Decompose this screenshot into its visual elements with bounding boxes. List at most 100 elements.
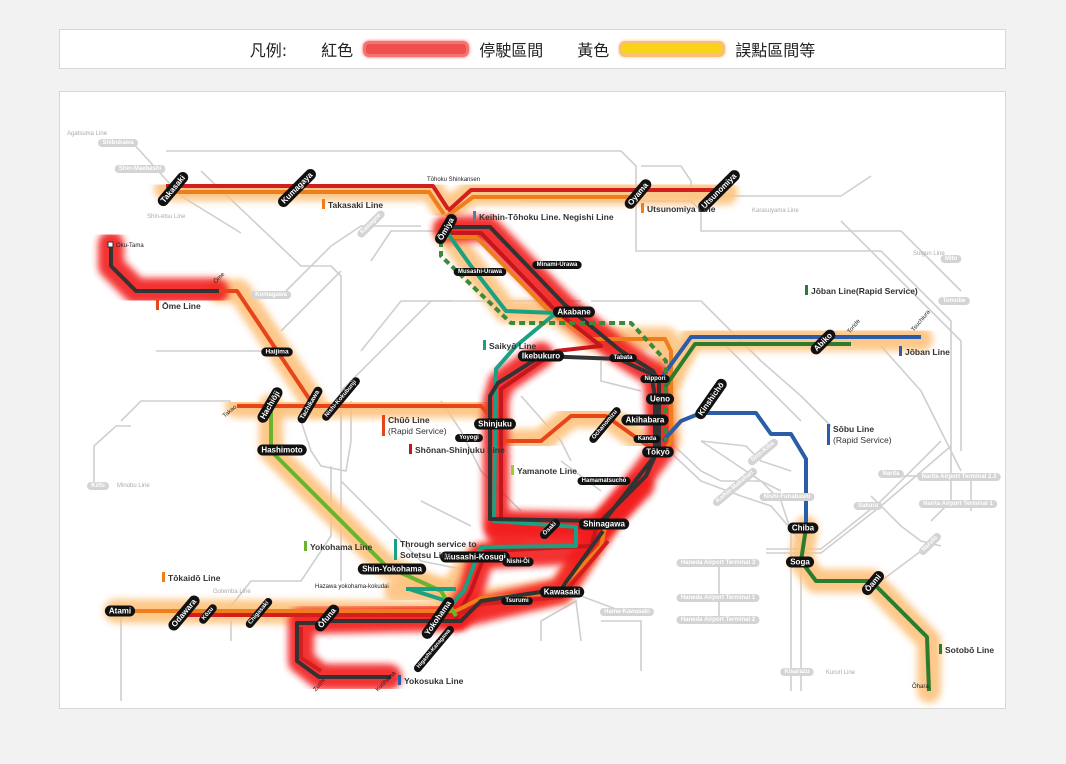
station-shinjuku[interactable]: Shinjuku bbox=[478, 420, 512, 429]
route-map[interactable]: Shibukawa Shin-Maebashi Kawagoe Komagawa… bbox=[59, 91, 1006, 709]
joban-rapid-line bbox=[663, 342, 851, 389]
station-shin-yokohama[interactable]: Shin-Yokohama bbox=[362, 565, 422, 574]
station-pill-bg bbox=[787, 522, 819, 534]
station-kawasaki[interactable]: Kawasaki bbox=[544, 588, 580, 597]
station-pill-bg bbox=[453, 268, 507, 276]
station-tokyo[interactable]: Tōkyō bbox=[646, 448, 670, 457]
station-kisarazu[interactable]: Kisarazu bbox=[784, 669, 809, 675]
station-hazawa-yokohama-kokudai[interactable]: Hazawa yokohama-kokudai bbox=[315, 584, 389, 590]
label-joban-line: Jōban Line bbox=[905, 347, 950, 357]
station-pill-bg bbox=[621, 414, 669, 426]
station-nishi-oi[interactable]: Nishi-Ōi bbox=[506, 558, 529, 565]
station-nippori[interactable]: Nippori bbox=[645, 376, 666, 382]
station-pill-bg bbox=[918, 500, 998, 508]
station-narita[interactable]: Narita bbox=[882, 471, 900, 477]
legend-title: 凡例: bbox=[249, 41, 288, 60]
station-tabata[interactable]: Tabata bbox=[614, 355, 634, 361]
station-narita-t1[interactable]: Narita Airport Terminal 1 bbox=[923, 501, 993, 507]
label-kururi-line: Kururi Line bbox=[826, 670, 856, 676]
station-nishi-funabashi[interactable]: Nishi-Funabashi bbox=[764, 494, 811, 500]
station-pill-bg bbox=[609, 354, 637, 362]
station-pill-bg bbox=[624, 179, 652, 209]
tokyo-shinagawa-band bbox=[602, 451, 659, 523]
station-pill-bg bbox=[676, 559, 760, 567]
station-pill-bg bbox=[114, 165, 166, 173]
station-pill-bg bbox=[421, 597, 455, 639]
label-suigun-line: Suigun Line bbox=[913, 251, 945, 257]
station-haneda-t1[interactable]: Haneda Airport Terminal 1 bbox=[681, 595, 756, 601]
label-saikyo-line: Saikyō Line bbox=[489, 341, 537, 351]
label-shinetsu-line: Shin-etsu Line bbox=[147, 214, 186, 220]
station-shin-kiba[interactable]: Shin-Kiba bbox=[750, 440, 776, 463]
station-soga[interactable]: Soga bbox=[790, 558, 810, 567]
station-mito[interactable]: Mito bbox=[945, 256, 958, 262]
station-musashi-kosugi[interactable]: Musashi-Kosugi bbox=[444, 553, 506, 562]
station-hama-kawasaki[interactable]: Hama-Kawasaki bbox=[604, 609, 650, 615]
station-pill-bg bbox=[168, 595, 200, 631]
station-hashimoto[interactable]: Hashimoto bbox=[261, 446, 302, 455]
label-takasaki-line: Takasaki Line bbox=[328, 200, 383, 210]
station-pill-bg bbox=[938, 297, 970, 305]
station-tomobe[interactable]: Tomobe bbox=[943, 298, 967, 304]
minor-line-labels: Agatsuma Line Shin-etsu Line Karasuyama … bbox=[67, 131, 945, 676]
station-shin-maebashi[interactable]: Shin-Maebashi bbox=[119, 166, 162, 172]
station-pill-bg bbox=[245, 598, 273, 628]
station-ikebukuro[interactable]: Ikebukuro bbox=[522, 352, 560, 361]
station-pill-bg bbox=[853, 502, 883, 510]
station-haneda-t3[interactable]: Haneda Airport Terminal 3 bbox=[681, 560, 756, 566]
label-minobu-line: Minobu Line bbox=[117, 483, 150, 489]
station-kawagoe[interactable]: Kawagoe bbox=[360, 212, 383, 235]
station-kofu[interactable]: Kōfu bbox=[91, 483, 105, 489]
station-pill-bg bbox=[748, 438, 778, 466]
station-minami-urawa[interactable]: Minami-Urawa bbox=[537, 262, 578, 268]
station-akabane[interactable]: Akabane bbox=[557, 308, 591, 317]
label-tokaido-line: Tōkaidō Line bbox=[168, 573, 221, 583]
station-musashi-urawa[interactable]: Musashi-Urawa bbox=[458, 269, 503, 275]
station-naruto[interactable]: Naruto bbox=[921, 535, 939, 553]
label-agatsuma-line: Agatsuma Line bbox=[67, 131, 108, 137]
label-sotetsu-line: Sotetsu Line bbox=[400, 550, 451, 560]
station-higashi-kanagawa[interactable]: Higashi-Kanagawa bbox=[416, 628, 453, 670]
station-oku-tama[interactable]: Oku-Tama bbox=[116, 243, 144, 249]
station-pill-bg bbox=[257, 444, 307, 456]
station-komagawa[interactable]: Komagawa bbox=[255, 292, 287, 298]
station-pill-bg bbox=[633, 435, 661, 443]
station-pill-bg bbox=[357, 210, 385, 238]
legend-yellow-meaning: 誤點區間等 bbox=[735, 41, 816, 60]
station-hamamatsucho[interactable]: Hamamatsuchō bbox=[582, 478, 627, 484]
station-pill-bg bbox=[645, 393, 675, 405]
station-haneda-t2[interactable]: Haneda Airport Terminal 2 bbox=[681, 617, 756, 623]
station-atami[interactable]: Atami bbox=[109, 607, 131, 616]
station-yoyogi[interactable]: Yoyogi bbox=[459, 435, 479, 441]
sotobo-line bbox=[799, 527, 931, 692]
musashino-dashed bbox=[439, 241, 668, 441]
station-chiba[interactable]: Chiba bbox=[792, 524, 815, 533]
legend-red-meaning: 停駛區間 bbox=[479, 41, 544, 60]
station-tsurumi[interactable]: Tsurumi bbox=[505, 598, 529, 604]
station-akihabara[interactable]: Akihabara bbox=[626, 416, 665, 425]
label-tohoku-shinkansen: Tōhoku Shinkansen bbox=[427, 177, 480, 183]
station-pill-bg bbox=[434, 213, 458, 245]
station-pill-bg bbox=[97, 139, 139, 147]
station-pill-bg bbox=[532, 261, 582, 269]
legend-yellow-label: 黃色 bbox=[577, 41, 610, 60]
station-sakura[interactable]: Sakura bbox=[858, 503, 879, 509]
station-kanda[interactable]: Kanda bbox=[638, 436, 657, 442]
takasaki-line-red bbox=[166, 184, 450, 211]
station-shibukawa[interactable]: Shibukawa bbox=[102, 140, 134, 146]
label-utsunomiya-line: Utsunomiya Line bbox=[647, 204, 716, 214]
station-shinagawa[interactable]: Shinagawa bbox=[583, 520, 625, 529]
legend: 凡例: 紅色 停駛區間 黃色 誤點區間等 bbox=[59, 29, 1006, 69]
yokosuka-line-red bbox=[299, 627, 323, 673]
station-ohara[interactable]: Ōhara bbox=[912, 683, 929, 690]
station-narita-t23[interactable]: Narita Airport Terminal 2.3 bbox=[922, 474, 997, 480]
station-pill-bg bbox=[759, 493, 815, 501]
station-ueno[interactable]: Ueno bbox=[650, 395, 670, 404]
tokaido-red-stripe bbox=[181, 539, 610, 617]
station-pill-bg bbox=[712, 467, 758, 507]
legend-yellow-swatch bbox=[619, 41, 726, 57]
station-haijima[interactable]: Haijima bbox=[265, 349, 289, 356]
chuo-line bbox=[237, 404, 500, 426]
station-pill-bg bbox=[502, 557, 534, 567]
label-gotemba-line: Gotemba Line bbox=[213, 589, 251, 595]
